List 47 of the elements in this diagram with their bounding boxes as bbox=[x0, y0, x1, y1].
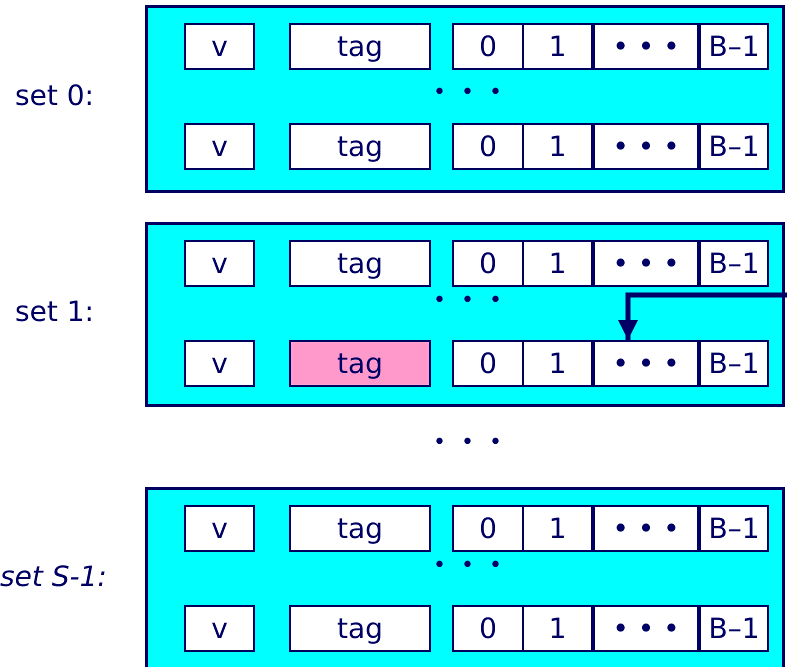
cache-set-panel bbox=[145, 222, 785, 407]
cache-line-field: v bbox=[184, 123, 255, 170]
cache-line-field: 1 bbox=[522, 505, 593, 552]
cache-line-field: v bbox=[184, 605, 255, 652]
cache-line-field: • • • bbox=[593, 123, 699, 170]
cache-line-field: B–1 bbox=[699, 340, 769, 387]
cache-line-field: tag bbox=[289, 505, 431, 552]
set-label: set S-1: bbox=[0, 560, 107, 592]
ellipsis: • • • bbox=[433, 80, 506, 105]
set-label: set 0: bbox=[15, 79, 94, 112]
ellipsis: • • • bbox=[433, 430, 506, 455]
cache-line-field: • • • bbox=[593, 340, 699, 387]
cache-line-field: 0 bbox=[452, 123, 524, 170]
cache-line-field: 0 bbox=[452, 23, 524, 70]
cache-line-field: • • • bbox=[593, 240, 699, 287]
ellipsis: • • • bbox=[433, 288, 506, 313]
cache-line-field: tag bbox=[289, 340, 431, 387]
cache-line-field: v bbox=[184, 23, 255, 70]
cache-line-field: tag bbox=[289, 605, 431, 652]
cache-line-field: 0 bbox=[452, 240, 524, 287]
ellipsis: • • • bbox=[433, 553, 506, 578]
cache-line-field: 0 bbox=[452, 340, 524, 387]
cache-line-field: B–1 bbox=[699, 240, 769, 287]
cache-line-field: • • • bbox=[593, 23, 699, 70]
cache-line-field: v bbox=[184, 340, 255, 387]
cache-line-field: 1 bbox=[522, 123, 593, 170]
cache-set-panel bbox=[145, 487, 785, 667]
cache-line-field: tag bbox=[289, 23, 431, 70]
cache-line-field: 0 bbox=[452, 505, 524, 552]
cache-line-field: • • • bbox=[593, 605, 699, 652]
cache-line-field: B–1 bbox=[699, 23, 769, 70]
arrow bbox=[618, 292, 787, 340]
cache-line-field: v bbox=[184, 240, 255, 287]
cache-line-field: 0 bbox=[452, 605, 524, 652]
cache-line-field: 1 bbox=[522, 340, 593, 387]
cache-line-field: B–1 bbox=[699, 123, 769, 170]
cache-set-panel bbox=[145, 5, 785, 193]
cache-line-field: • • • bbox=[593, 505, 699, 552]
set-label: set 1: bbox=[15, 294, 94, 328]
cache-line-field: tag bbox=[289, 240, 431, 287]
cache-line-field: 1 bbox=[522, 240, 593, 287]
cache-line-field: v bbox=[184, 505, 255, 552]
cache-line-field: tag bbox=[289, 123, 431, 170]
cache-line-field: 1 bbox=[522, 605, 593, 652]
cache-line-field: 1 bbox=[522, 23, 593, 70]
cache-line-field: B–1 bbox=[699, 605, 769, 652]
cache-line-field: B–1 bbox=[699, 505, 769, 552]
